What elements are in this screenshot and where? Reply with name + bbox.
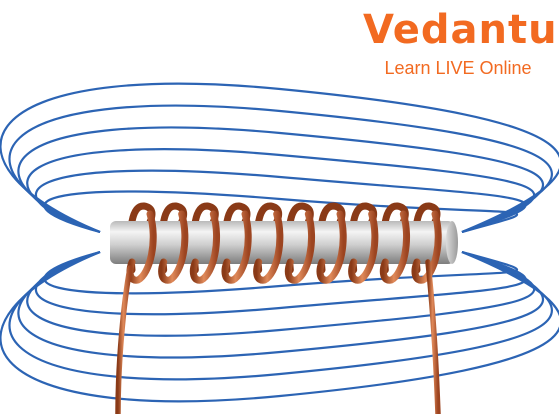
coil-turn-front-4 [221,210,252,284]
field-line-lower-4 [17,250,544,359]
logo-wordmark: Vedantu [363,7,558,53]
field-line-upper-5 [8,104,553,234]
coil-turn-front-7 [316,210,347,284]
coil-turn-front-9 [379,210,410,284]
vedantu-logo: Vedantu Learn LIVE Online [363,4,558,80]
logo-tagline: Learn LIVE Online [384,58,532,78]
coil-turn-front-3 [189,210,220,284]
lead-wire-left [115,265,133,414]
coil-turn-front-10 [411,210,442,284]
field-line-lower-5 [8,250,553,381]
coil-turn-front-2 [158,210,189,284]
magnetic-field-lines [0,82,559,403]
coil-lead-wires [115,259,441,414]
coil-turn-front-8 [348,210,379,284]
coil-turn-front-5 [253,210,284,284]
coil-turn-front-6 [284,210,315,284]
lead-wire-right [425,259,441,414]
